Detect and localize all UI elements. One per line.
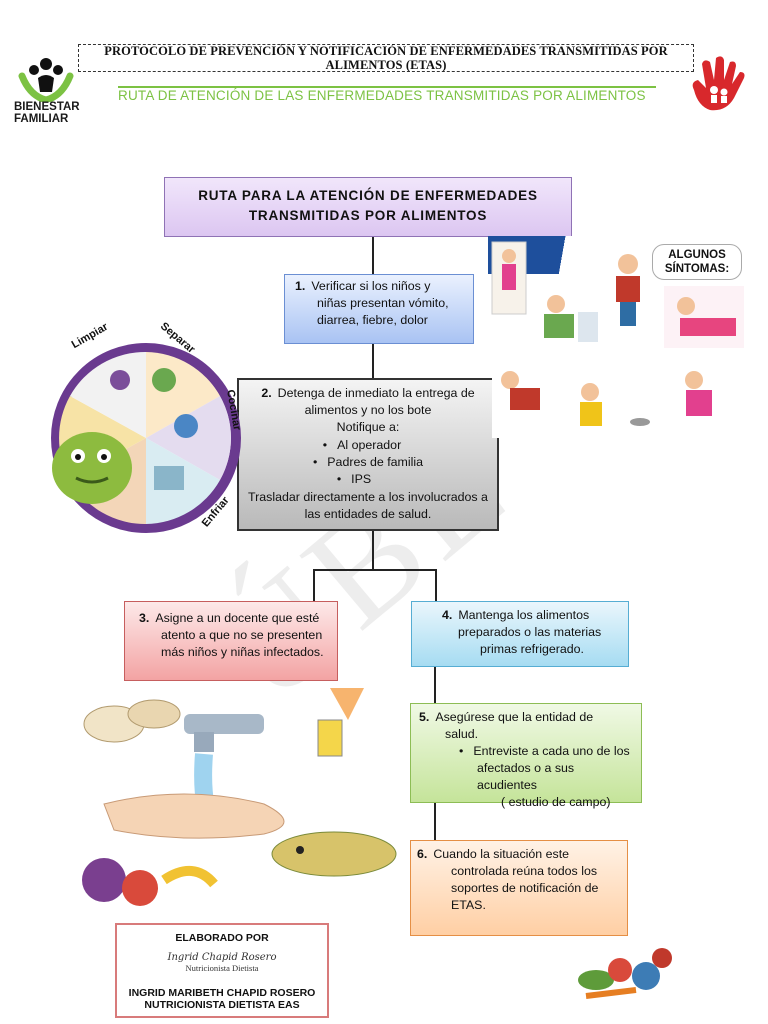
connector-title-step1 — [372, 237, 374, 274]
step-1-box: 1. Verificar si los niños y niñas present… — [284, 274, 474, 344]
document-title: PROTOCOLO DE PREVENCIÓN Y NOTIFICACIÓN D… — [104, 44, 668, 72]
connector-step5-step6 — [434, 803, 436, 840]
step-1-line-2: niñas presentan vómito, — [317, 296, 449, 310]
step-3-line-1: Asigne a un docente que esté — [155, 611, 320, 625]
step-5-list: Entreviste a cada uno de los — [419, 743, 635, 760]
header-rule — [118, 86, 656, 88]
step-3-line-2: atento a que no se presenten — [161, 628, 323, 642]
connector-step4 — [435, 569, 437, 601]
red-hand-icon — [692, 56, 745, 111]
step-1-line-3: diarrea, fiebre, dolor — [317, 313, 428, 327]
logo-line-2: FAMILIAR — [14, 113, 69, 125]
list-item: Al operador — [231, 437, 493, 454]
step-2-notify-list: Al operador Padres de familia IPS — [243, 437, 493, 488]
step-6-number: 6. — [417, 847, 428, 861]
list-item: IPS — [215, 471, 493, 488]
step-6-line-3: soportes de notificación de — [451, 881, 599, 895]
signature-handwritten: Ingrid Chapid Rosero — [167, 952, 277, 963]
symptoms-label: ALGUNOS SÍNTOMAS: — [652, 244, 742, 280]
signature-role: NUTRICIONISTA DIETISTA EAS — [144, 999, 300, 1011]
step-4-line-2: preparados o las materias — [458, 625, 602, 639]
step-2-box: 2. Detenga de inmediato la entrega de ali… — [237, 378, 499, 531]
flow-title-line-1: RUTA PARA LA ATENCIÓN DE ENFERMEDADES — [198, 188, 538, 203]
step-3-number: 3. — [139, 611, 150, 625]
step-3-line-3: más niños y niñas infectados. — [161, 645, 324, 659]
step-4-number: 4. — [442, 608, 453, 622]
step-6-box: 6. Cuando la situación este controlada re… — [410, 840, 628, 936]
step-4-line-1: Mantenga los alimentos — [458, 608, 590, 622]
step-6-line-2: controlada reúna todos los — [451, 864, 598, 878]
logo-line-1: BIENESTAR — [14, 101, 80, 113]
step-1-line-1: Verificar si los niños y — [311, 279, 431, 293]
list-item: Padres de familia — [243, 454, 493, 471]
step-4-line-3: primas refrigerado. — [480, 642, 584, 656]
connector-step1-step2 — [372, 344, 374, 378]
flow-title: RUTA PARA LA ATENCIÓN DE ENFERMEDADES TR… — [164, 177, 572, 237]
connector-step4-step5 — [434, 667, 436, 703]
step-2-line-3: Notifique a: — [336, 420, 400, 434]
step-5-line-2: salud. — [445, 727, 479, 741]
step-1-number: 1. — [295, 279, 306, 293]
step-2-number: 2. — [261, 386, 272, 400]
connector-step2-branch — [372, 531, 374, 570]
document-subtitle: RUTA DE ATENCIÓN DE LAS ENFERMEDADES TRA… — [118, 88, 646, 103]
step-4-box: 4. Mantenga los alimentos preparados o la… — [411, 601, 629, 667]
header-frame — [78, 44, 694, 72]
vegetables-illustration — [578, 948, 672, 999]
signature-heading: ELABORADO POR — [175, 932, 269, 944]
handwashing-food-illustration — [82, 688, 397, 906]
symptoms-label-line-1: ALGUNOS — [668, 249, 726, 261]
step-5-bullet-line-3: ( estudio de campo) — [501, 795, 611, 809]
symptoms-illustrations — [491, 241, 744, 438]
signature-box: ELABORADO POR Ingrid Chapid Rosero Nutri… — [115, 923, 329, 1018]
step-5-line-1: Asegúrese que la entidad de — [435, 710, 594, 724]
step-3-box: 3. Asigne a un docente que esté atento a … — [124, 601, 338, 681]
step-5-box: 5. Asegúrese que la entidad de salud. Ent… — [410, 703, 642, 809]
signature-name: INGRID MARIBETH CHAPID ROSERO — [128, 987, 316, 999]
step-2-line-5: las entidades de salud. — [304, 507, 432, 521]
step-2-line-4: Trasladar directamente a los involucrado… — [248, 490, 488, 504]
logo-text: BIENESTAR FAMILIAR — [14, 101, 84, 125]
list-item: Entreviste a cada uno de los — [459, 743, 635, 760]
food-safety-wheel — [51, 343, 241, 533]
symptoms-label-line-2: SÍNTOMAS: — [664, 263, 730, 275]
step-5-bullet-line-2: afectados o a sus acudientes — [477, 761, 575, 792]
connector-branch — [313, 569, 437, 571]
signature-stamp: Nutricionista Dietista — [185, 963, 259, 973]
connector-step3 — [313, 569, 315, 601]
flow-title-line-2: TRANSMITIDAS POR ALIMENTOS — [248, 208, 488, 223]
step-6-line-4: ETAS. — [451, 898, 486, 912]
bienestar-logo-icon — [18, 58, 74, 102]
step-6-line-1: Cuando la situación este — [433, 847, 570, 861]
step-5-number: 5. — [419, 710, 430, 724]
step-2-line-1: Detenga de inmediato la entrega de — [277, 386, 475, 400]
step-2-line-2: alimentos y no los bote — [304, 403, 432, 417]
